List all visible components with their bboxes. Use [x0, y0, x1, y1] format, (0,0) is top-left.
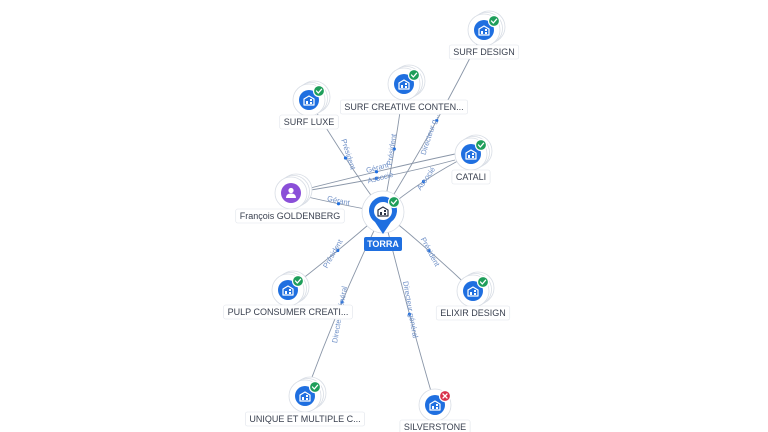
node-label-bg	[340, 99, 468, 115]
node-label-bg	[448, 44, 520, 60]
building-icon	[465, 149, 477, 160]
person-icon	[286, 187, 296, 198]
node-label: SURF LUXE	[284, 117, 335, 127]
cross-icon	[438, 389, 452, 403]
check-icon	[474, 138, 488, 152]
building-icon	[478, 25, 490, 36]
building-icon	[303, 95, 315, 106]
node-surf-creative[interactable]: SURF CREATIVE CONTEN...	[340, 64, 468, 115]
edge-arrow	[336, 248, 340, 253]
edge-arrow	[407, 312, 412, 316]
edge-label: Gérant	[326, 194, 351, 208]
node-surf-luxe[interactable]: SURF LUXE	[279, 80, 339, 130]
edge-arrow	[435, 118, 439, 123]
check-icon	[291, 274, 305, 288]
building-icon	[467, 286, 479, 297]
building-icon	[377, 206, 389, 217]
check-icon	[407, 68, 421, 82]
edge-arrow	[427, 249, 431, 253]
node-label: SURF CREATIVE CONTEN...	[344, 102, 463, 112]
edge-arrow	[343, 156, 348, 160]
edge-arrow	[374, 170, 379, 174]
node-label-bg	[235, 208, 345, 224]
edge-label: Directeur général	[401, 280, 420, 339]
check-icon	[312, 84, 326, 98]
node-label-bg	[399, 419, 471, 432]
node-francois[interactable]: François GOLDENBERG	[235, 173, 345, 224]
edge-label: Président	[321, 237, 345, 270]
edge-label: Président	[385, 132, 398, 166]
edge-label: Président	[419, 236, 442, 269]
node-surf-design[interactable]: SURF DESIGN	[448, 10, 520, 60]
node-label: UNIQUE ET MULTIPLE C...	[249, 414, 360, 424]
node-unique[interactable]: UNIQUE ET MULTIPLE C...	[245, 376, 365, 427]
center-node[interactable]: TORRA	[361, 190, 405, 251]
node-label: François GOLDENBERG	[240, 211, 341, 221]
building-icon	[282, 285, 294, 296]
building-icon	[299, 391, 311, 402]
node-label: CATALI	[456, 172, 486, 182]
building-icon	[429, 400, 441, 411]
edge-arrow	[374, 176, 379, 180]
building-icon	[398, 79, 410, 90]
check-icon	[308, 380, 322, 394]
edge-arrow	[336, 202, 341, 206]
edge-label: Directeur g...	[419, 112, 441, 156]
node-label: SURF DESIGN	[453, 47, 515, 57]
edge-arrow	[421, 179, 426, 184]
node-label-bg	[279, 114, 339, 130]
node-label-bg	[435, 305, 511, 321]
check-icon	[476, 275, 490, 289]
edge-arrow	[340, 300, 344, 304]
node-label-bg	[223, 304, 353, 320]
check-icon	[387, 195, 401, 209]
center-label-bg	[364, 237, 402, 251]
node-pulp[interactable]: PULP CONSUMER CREATI...	[223, 270, 353, 320]
nodes-layer: SURF DESIGN SURF CREATIVE CONTEN... SURF L…	[223, 10, 520, 432]
node-label: PULP CONSUMER CREATI...	[228, 307, 349, 317]
node-label: SILVERSTONE	[404, 422, 466, 432]
node-label-bg	[245, 411, 365, 427]
node-catali[interactable]: CATALI	[451, 134, 493, 185]
center-label: TORRA	[367, 239, 399, 249]
node-label: ELIXIR DESIGN	[440, 308, 506, 318]
node-silverstone[interactable]: SILVERSTONE	[399, 388, 471, 432]
check-icon	[487, 14, 501, 28]
node-elixir[interactable]: ELIXIR DESIGN	[435, 271, 511, 321]
edge-label: Président	[339, 138, 358, 172]
edge-arrow	[392, 147, 396, 151]
node-label-bg	[451, 169, 491, 185]
